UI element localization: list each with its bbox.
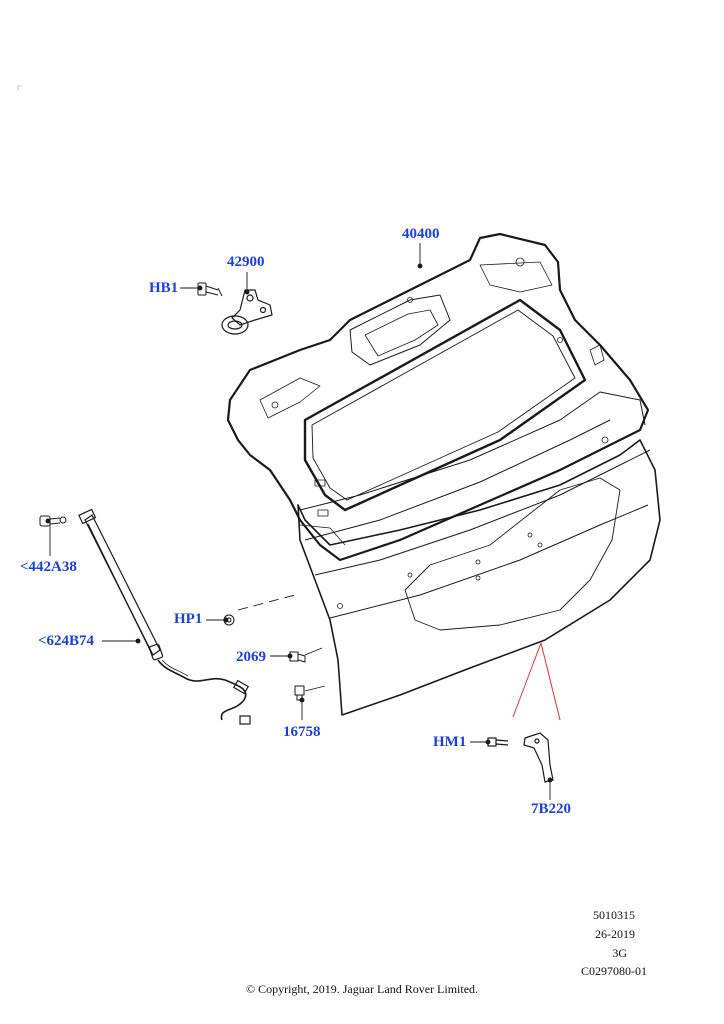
gas-strut xyxy=(78,508,251,725)
callout-40400[interactable]: 40400 xyxy=(402,226,440,242)
tailgate-inner-frame xyxy=(226,232,650,562)
location-indicator xyxy=(512,642,561,721)
copyright-notice: © Copyright, 2019. Jaguar Land Rover Lim… xyxy=(245,982,479,996)
info-line-3: 3G xyxy=(612,946,627,960)
nut-2069 xyxy=(289,651,306,663)
callout-624b74[interactable]: <624B74 xyxy=(38,633,95,649)
clip-16758 xyxy=(294,685,305,701)
callout-hm1[interactable]: HM1 xyxy=(433,734,467,750)
corner-mark xyxy=(17,85,22,90)
callout-hp1[interactable]: HP1 xyxy=(174,611,203,627)
hinge-42900 xyxy=(221,289,273,335)
ball-stud xyxy=(39,515,67,527)
callout-42900[interactable]: 42900 xyxy=(227,254,265,270)
leader-lines xyxy=(49,243,553,800)
info-line-4: C0297080-01 xyxy=(581,964,647,978)
callout-16758[interactable]: 16758 xyxy=(283,724,321,740)
info-line-1: 5010315 xyxy=(593,908,635,922)
bracket-7b220 xyxy=(487,732,554,783)
callout-2069[interactable]: 2069 xyxy=(236,649,266,665)
tailgate-outer-skin xyxy=(297,439,661,716)
info-line-2: 26-2019 xyxy=(595,927,635,941)
callout-7b220[interactable]: 7B220 xyxy=(531,801,572,817)
callout-hb1[interactable]: HB1 xyxy=(149,280,179,296)
callout-442a38[interactable]: <442A38 xyxy=(20,559,77,575)
